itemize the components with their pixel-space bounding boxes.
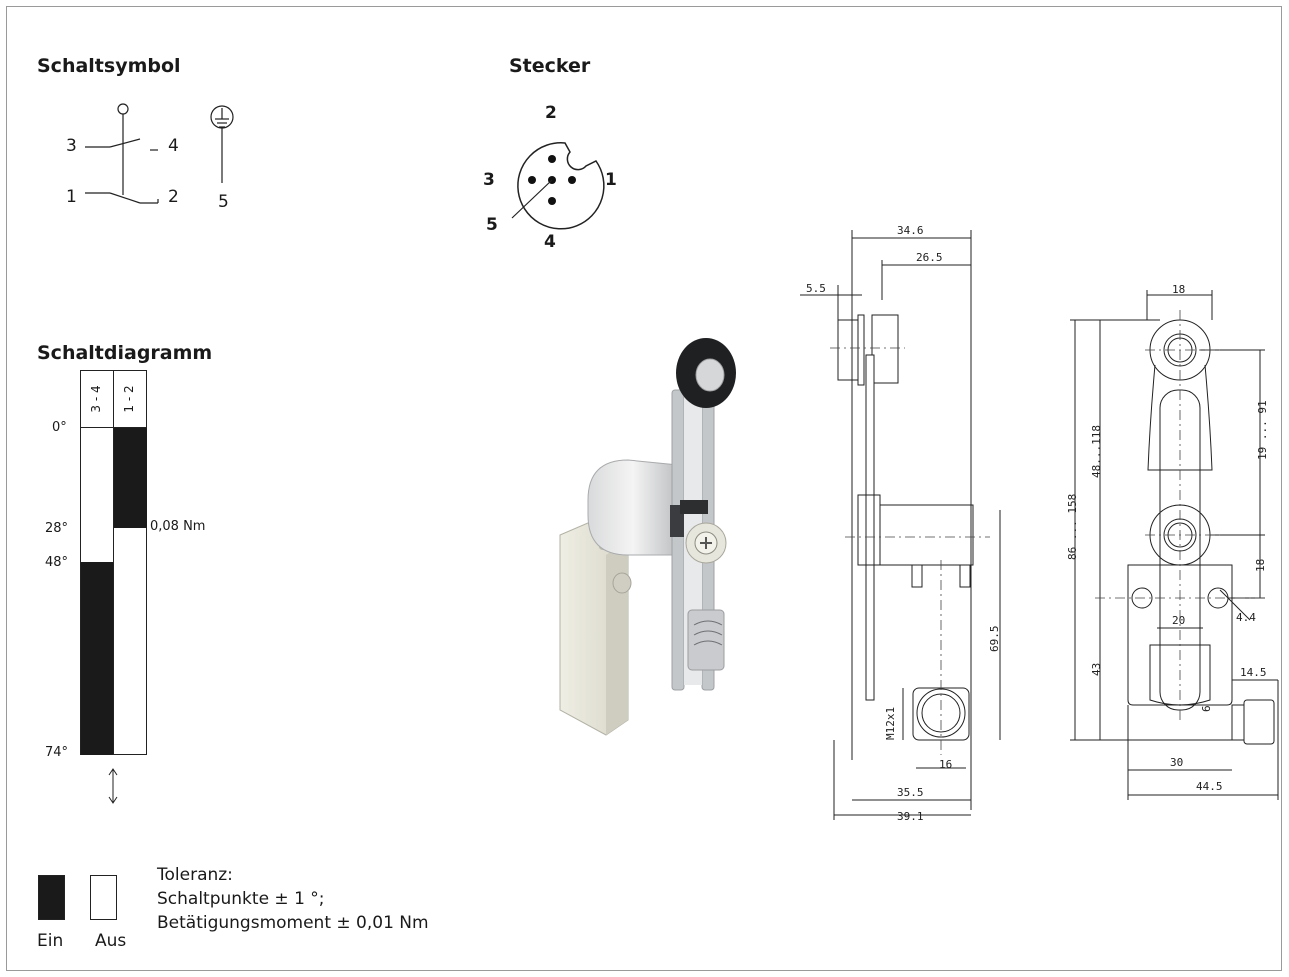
dim-14-5: 14.5 (1240, 666, 1267, 679)
dim-18-lower: 18 (1254, 558, 1267, 572)
plug-heading: Stecker (509, 55, 591, 77)
terminal-4: 4 (168, 136, 179, 156)
dim-69-5: 69.5 (988, 625, 1001, 653)
dim-16: 16 (939, 758, 953, 771)
switching-diagram (80, 370, 147, 755)
terminal-2: 2 (168, 187, 179, 207)
pin-3-label: 3 (483, 170, 495, 190)
switch-symbol-heading: Schaltsymbol (37, 55, 181, 77)
tolerance-switching-points: Schaltpunkte ± 1 °; (157, 889, 325, 909)
dim-6: 6 (1200, 705, 1213, 712)
legend-on-swatch (38, 875, 65, 920)
dim-34-6: 34.6 (897, 224, 924, 237)
column-3-4-header: 3 - 4 (89, 385, 103, 413)
terminal-5: 5 (218, 192, 229, 212)
dim-18-top: 18 (1172, 283, 1186, 296)
dim-26-5: 26.5 (916, 251, 943, 264)
dim-4-4: 4.4 (1236, 611, 1256, 624)
actuation-direction-arrow (108, 768, 118, 804)
angle-74: 74° (45, 745, 69, 760)
connector-pinout (511, 142, 605, 230)
diagram-heading: Schaltdiagramm (37, 342, 213, 364)
tolerance-title: Toleranz: (157, 865, 233, 885)
contact-1-2-closed-bar (114, 428, 147, 528)
legend-off-label: Aus (95, 931, 127, 951)
torque-label: 0,08 Nm (150, 519, 206, 534)
column-1-2-header: 1 - 2 (122, 385, 136, 413)
tolerance-note: Toleranz: Schaltpunkte ± 1 °; Betätigung… (157, 863, 429, 935)
dim-20: 20 (1172, 614, 1186, 627)
tolerance-torque: Betätigungsmoment ± 0,01 Nm (157, 913, 429, 933)
dim-44-5: 44.5 (1196, 780, 1223, 793)
dim-48-118: 48...118 (1090, 425, 1103, 478)
switch-symbol (85, 103, 234, 204)
dim-86-158: 86 ... 158 (1066, 493, 1079, 560)
dim-19-91: 19 ... 91 (1256, 400, 1269, 460)
dim-39-1: 39.1 (897, 810, 924, 823)
pin-5-label: 5 (486, 215, 498, 235)
terminal-1: 1 (66, 187, 77, 207)
dim-5-5: 5.5 (806, 282, 826, 295)
legend-on-label: Ein (37, 931, 64, 951)
drawing-frame (6, 6, 1282, 971)
dim-30: 30 (1170, 756, 1184, 769)
product-3d-view (559, 338, 736, 736)
dim-35-5: 35.5 (897, 786, 924, 799)
side-view-drawing (800, 230, 1001, 820)
legend-off-swatch (90, 875, 117, 920)
front-view-drawing (1070, 290, 1279, 800)
angle-48: 48° (45, 555, 69, 570)
dim-m12x1: M12x1 (884, 706, 897, 740)
angle-0: 0° (52, 420, 67, 435)
terminal-3: 3 (66, 136, 77, 156)
dim-43: 43 (1090, 662, 1103, 676)
contact-3-4-closed-bar (81, 562, 113, 755)
angle-28: 28° (45, 521, 69, 536)
pin-1-label: 1 (605, 170, 617, 190)
pin-4-label: 4 (544, 232, 556, 252)
pin-2-label: 2 (545, 103, 557, 123)
